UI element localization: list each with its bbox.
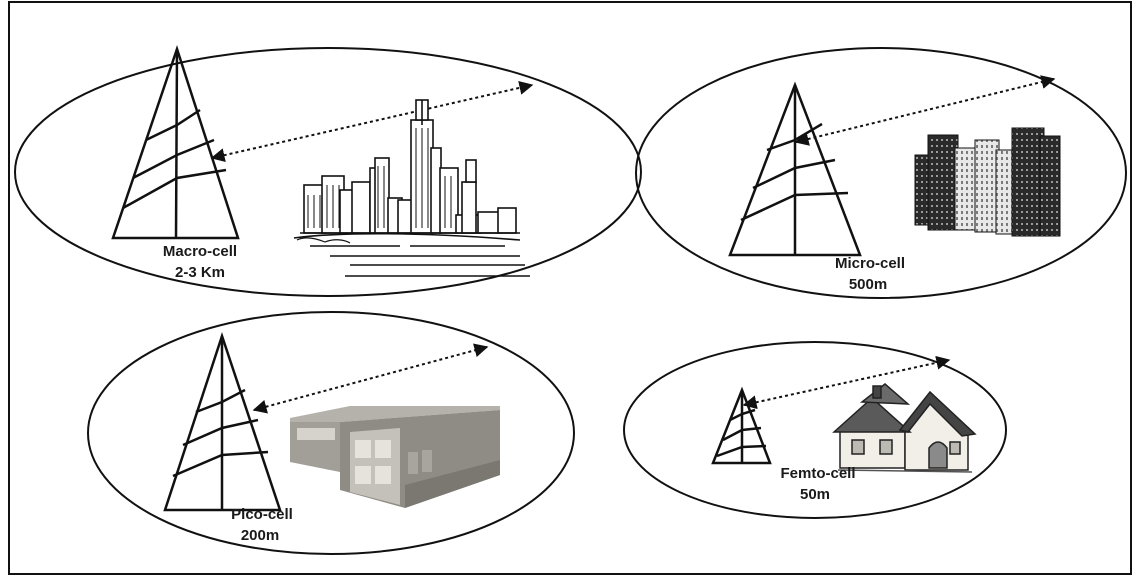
macro-cell-group: Macro-cell 2-3 Km [14, 45, 642, 297]
high-rise-buildings-icon [914, 127, 1061, 237]
macro-cell-range-arrow [210, 80, 534, 163]
pico-cell-label: Pico-cell [231, 506, 293, 523]
micro-cell-tower-icon [728, 81, 862, 257]
macro-cell-coverage-ellipse [14, 47, 642, 297]
femto-cell-group: Femto-cell 50m [623, 341, 1007, 519]
micro-cell-range-label: 500m [849, 276, 887, 293]
macro-cell-label: Macro-cell [163, 243, 237, 260]
micro-cell-label: Micro-cell [835, 255, 905, 272]
city-skyline-icon [293, 99, 530, 277]
pico-cell-range-label: 200m [241, 527, 279, 544]
femto-cell-range-label: 50m [800, 486, 830, 503]
house-icon [832, 383, 977, 473]
macro-cell-range-label: 2-3 Km [175, 264, 225, 281]
pico-cell-coverage-ellipse [87, 311, 575, 555]
figure-frame [8, 1, 1132, 575]
femto-cell-coverage-ellipse [623, 341, 1007, 519]
micro-cell-group: Micro-cell 500m [635, 47, 1127, 299]
office-building-icon [290, 406, 500, 508]
pico-cell-tower-icon [163, 332, 282, 512]
micro-cell-range-arrow [794, 75, 1056, 146]
pico-cell-group: Pico-cell 200m [87, 311, 575, 555]
femto-cell-label: Femto-cell [780, 465, 855, 482]
pico-cell-range-arrow [252, 343, 489, 414]
femto-cell-tower-icon [711, 386, 772, 465]
micro-cell-coverage-ellipse [635, 47, 1127, 299]
macro-cell-tower-icon [111, 45, 240, 240]
femto-cell-range-arrow [742, 355, 951, 410]
